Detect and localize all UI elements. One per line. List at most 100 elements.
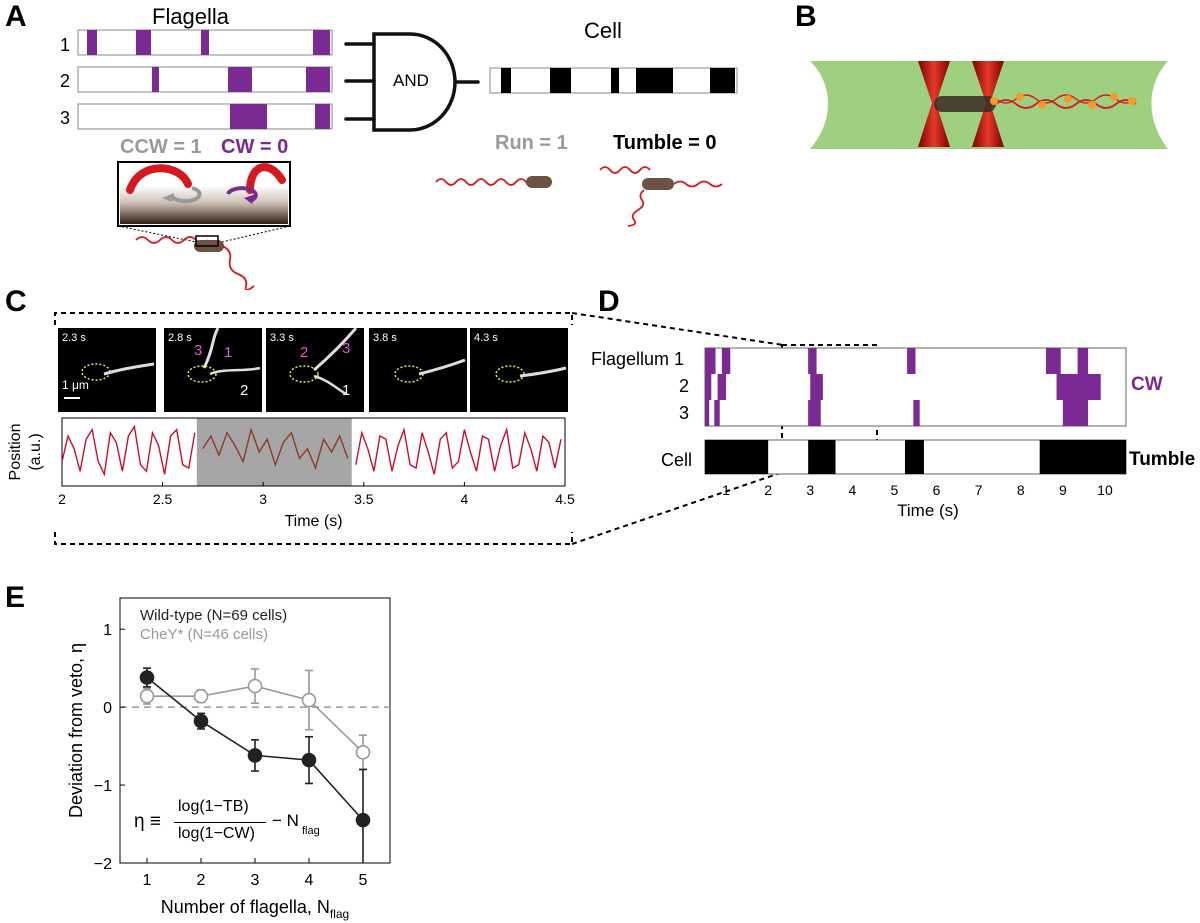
panel-b-letter: B <box>795 0 817 33</box>
x-tick-label: 10 <box>1097 482 1113 498</box>
panel-a-letter: A <box>5 0 27 33</box>
trace-series-1 <box>61 424 196 477</box>
x-axis-label: Number of flagella, Nflag <box>161 897 349 921</box>
cell-title: Cell <box>584 18 622 43</box>
x-axis-label-subscript: flag <box>330 907 349 921</box>
plot-frame <box>61 417 566 487</box>
microscopy-frame-4: 3.8 s <box>369 328 467 412</box>
flagellum-1-bar <box>77 29 333 56</box>
flagellum-3-bar <box>77 103 333 130</box>
data-point-chey <box>139 688 155 704</box>
cw-interval-flagellum-1 <box>907 348 916 374</box>
flagella-row-3-label: 3 <box>60 108 71 128</box>
cw-interval-flagellum-1 <box>721 348 731 374</box>
logic-diagram <box>77 29 738 132</box>
flagella-row-1-label: 1 <box>60 35 71 55</box>
y-tick-label: 0 <box>103 700 112 717</box>
cw-interval-flagellum-2 <box>1056 374 1101 400</box>
microscopy-frame-5: 4.3 s <box>470 328 568 412</box>
flagellum-label: 3 <box>342 340 351 357</box>
x-tick-label: 3 <box>259 491 267 507</box>
raster-cell-label: Cell <box>661 450 693 470</box>
x-tick-label: 6 <box>933 482 941 498</box>
cw-interval-flagellum-1 <box>1077 348 1089 374</box>
data-point-wildtype <box>193 713 209 729</box>
data-point-chey <box>247 678 263 694</box>
raster-row-label-2: 2 <box>679 376 690 396</box>
raster-cw-label: CW <box>1131 374 1163 395</box>
panel-e-letter: E <box>5 581 26 614</box>
tumble-label: Tumble = 0 <box>613 132 717 154</box>
flagellum-label: 3 <box>194 342 203 359</box>
eq-fraction-bar <box>174 822 266 823</box>
cw-label: CW = 0 <box>221 136 289 158</box>
data-point-chey <box>193 688 209 704</box>
tumble-interval <box>1039 440 1126 474</box>
flagellum-label: 2 <box>300 344 309 361</box>
flagellum-label: 1 <box>342 382 351 399</box>
flagella-row-2-label: 2 <box>60 71 71 91</box>
x-tick-label: 3 <box>251 872 260 889</box>
frame-time-label: 3.3 s <box>270 332 294 344</box>
legend-chey: CheY* (N=46 cells) <box>140 626 268 643</box>
x-tick-label: 4 <box>848 482 856 498</box>
frame-time-label: 3.8 s <box>373 332 397 344</box>
legend-wildtype: Wild-type (N=69 cells) <box>140 607 288 624</box>
data-point-wildtype <box>139 670 155 685</box>
x-tick-label: 7 <box>975 482 983 498</box>
cell-state-bar <box>489 67 738 94</box>
raster-row-label-1: Flagellum 1 <box>591 349 685 369</box>
x-tick-label: 1 <box>143 872 152 889</box>
frame-time-label: 4.3 s <box>474 332 498 344</box>
x-tick-label: 2 <box>197 872 206 889</box>
cw-interval-flagellum-1 <box>1046 348 1061 374</box>
data-point-chey <box>355 745 371 760</box>
panel-d-letter: D <box>598 285 620 318</box>
y-axis-label-unit: (a.u.) <box>27 433 44 470</box>
frame-time-label: 2.3 s <box>62 332 86 344</box>
eq-eta: η ≡ <box>134 811 161 832</box>
microscopy-frame-2: 2.8 s 3 1 2 <box>164 328 262 412</box>
x-axis-label: Time (s) <box>284 513 342 530</box>
tumble-interval <box>808 440 836 474</box>
y-tick-label: −1 <box>94 778 112 795</box>
flagellum-2-bar <box>77 66 333 93</box>
cw-interval-flagellum-1 <box>705 348 716 374</box>
x-tick-label: 8 <box>1017 482 1025 498</box>
cw-interval-flagellum-3 <box>1062 400 1089 426</box>
eq-subscript: flag <box>302 825 320 837</box>
trace-series-3 <box>355 426 562 475</box>
ccw-label: CCW = 1 <box>120 136 202 158</box>
cw-interval-flagellum-3 <box>714 400 720 426</box>
cw-interval-flagellum-2 <box>705 374 712 400</box>
x-tick-label: 4 <box>305 872 314 889</box>
eta-equation: η ≡ log(1−TB) log(1−CW) − N flag <box>134 798 334 848</box>
x-tick-label: 2 <box>58 491 66 507</box>
y-axis-label: Deviation from veto, η <box>66 643 86 818</box>
microscopy-frame-3: 3.3 s 2 3 1 <box>266 328 364 412</box>
cw-interval-flagellum-2 <box>810 374 823 400</box>
y-tick-label: 1 <box>103 622 112 639</box>
flagellum-label: 2 <box>240 382 249 399</box>
x-tick-label: 4 <box>461 491 469 507</box>
run-label: Run = 1 <box>495 132 568 154</box>
x-axis-label: Time (s) <box>897 501 959 520</box>
trace-series-2 <box>202 427 349 471</box>
raster-row-label-3: 3 <box>679 403 690 423</box>
flagella-title: Flagella <box>152 4 230 29</box>
data-point-wildtype <box>247 748 263 763</box>
cw-interval-flagellum-2 <box>717 374 727 400</box>
data-point-wildtype <box>355 812 371 828</box>
optical-trap-illustration <box>810 61 1168 149</box>
and-gate-label: AND <box>393 71 429 90</box>
cw-interval-flagellum-3 <box>913 400 920 426</box>
x-tick-label: 3 <box>806 482 814 498</box>
microscopy-frame-1: 2.3 s 1 μm <box>58 328 156 412</box>
cw-interval-flagellum-1 <box>808 348 817 374</box>
y-tick-label: −2 <box>94 856 112 873</box>
x-tick-label: 4.5 <box>555 491 575 507</box>
data-point-chey <box>301 692 317 708</box>
and-gate <box>344 32 480 132</box>
